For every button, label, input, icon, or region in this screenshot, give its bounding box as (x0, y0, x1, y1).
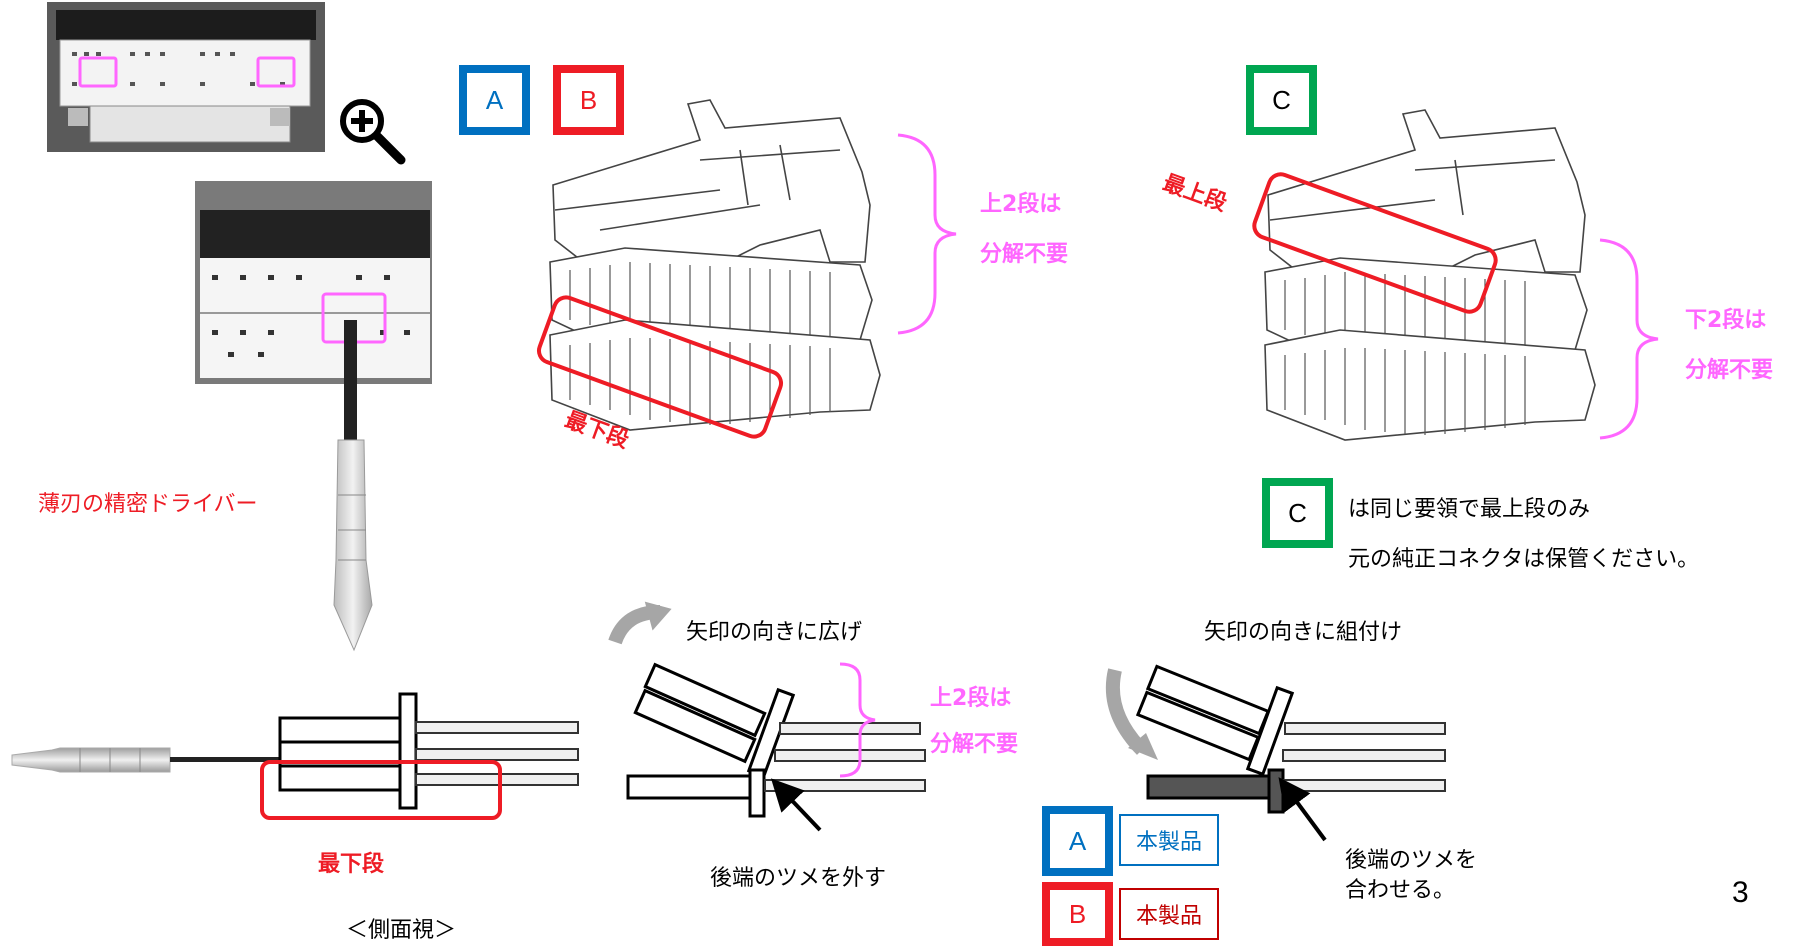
side-upper-two-bracket (839, 662, 876, 778)
connector-stack-ab (549, 99, 881, 431)
release-pointer-arrow (770, 778, 822, 832)
side-view-assemble (1105, 664, 1446, 842)
side-upper-two-label-line1: 上2段は (930, 686, 1012, 711)
zoomed-connector-photo (195, 181, 432, 384)
product-b-label: 本製品 (1119, 888, 1219, 940)
lower-two-bracket (1599, 238, 1659, 440)
connector-photo-top (47, 2, 325, 152)
badge-b-bottom: B (1042, 882, 1113, 946)
badge-c-small-label: C (1268, 484, 1327, 542)
connector-stack-c (1264, 109, 1596, 441)
c-note-line1: は同じ要領で最上段のみ (1348, 497, 1591, 522)
spread-arrow-label: 矢印の向きに広げ (686, 620, 863, 645)
align-pointer-arrow (1278, 777, 1327, 842)
screwdriver-vertical (333, 320, 373, 652)
screwdriver-label: 薄刃の精密ドライバー (38, 492, 258, 517)
badge-a-bottom: A (1042, 806, 1113, 876)
badge-a-bottom-label: A (1048, 812, 1107, 870)
curved-arrow-assemble (1105, 668, 1148, 755)
lower-two-label-line2: 分解不要 (1685, 358, 1774, 383)
badge-a-label: A (465, 71, 524, 129)
align-claw-label-line2: 合わせる。 (1345, 878, 1456, 903)
bottom-tier-label-side: 最下段 (318, 852, 385, 877)
side-upper-two-label-line2: 分解不要 (930, 732, 1019, 757)
side-view-spread (608, 601, 926, 832)
side-view-screwdriver (11, 692, 579, 820)
bottom-tier-highlight-box (536, 295, 784, 439)
badge-b-bottom-label: B (1048, 888, 1107, 940)
badge-c-small: C (1262, 478, 1333, 548)
upper-two-bracket (897, 133, 957, 335)
product-a-label: 本製品 (1119, 814, 1219, 866)
lower-two-label-line1: 下2段は (1685, 308, 1767, 333)
c-note-line2: 元の純正コネクタは保管ください。 (1348, 547, 1700, 572)
top-tier-highlight-box (1252, 172, 1498, 314)
badge-c-label: C (1252, 71, 1311, 129)
badge-c: C (1246, 65, 1317, 135)
side-view-caption: ＜側面視＞ (346, 918, 457, 943)
badge-b: B (553, 65, 624, 135)
side-bottom-tier-box (260, 760, 502, 820)
assemble-arrow-label: 矢印の向きに組付け (1204, 620, 1403, 645)
page-number: 3 (1732, 876, 1749, 909)
align-claw-label-line1: 後端のツメを (1345, 848, 1478, 873)
badge-a: A (459, 65, 530, 135)
zoom-in-magnifier-icon (340, 99, 406, 165)
upper-two-label-line1: 上2段は (980, 192, 1062, 217)
release-claw-label: 後端のツメを外す (710, 866, 887, 891)
upper-two-label-line2: 分解不要 (980, 242, 1069, 267)
badge-b-label: B (559, 71, 618, 129)
